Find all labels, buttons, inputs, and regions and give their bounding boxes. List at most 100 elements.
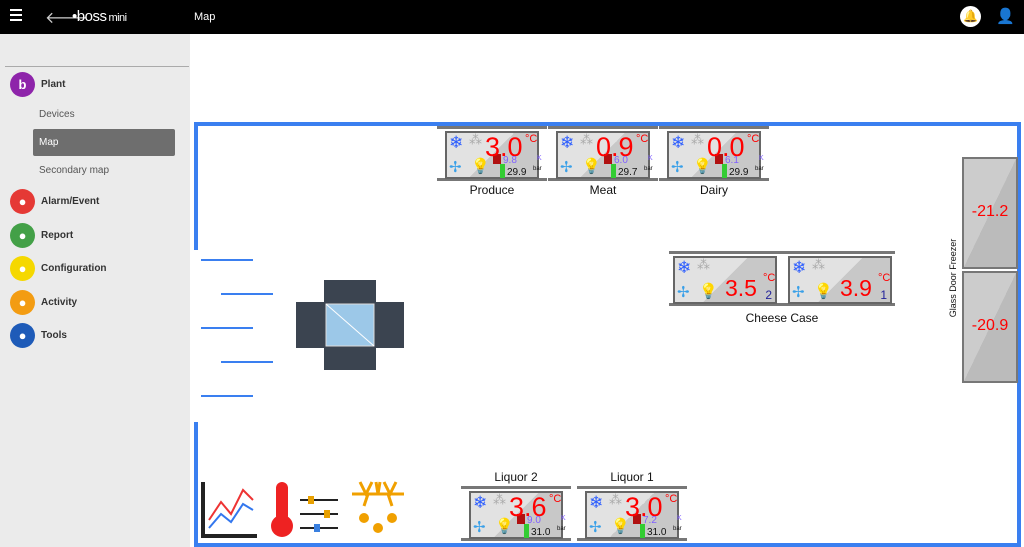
freezer-door[interactable]: -21.2 [962, 157, 1018, 269]
sidebar-item-configuration[interactable]: ●Configuration [10, 256, 107, 281]
report-icon: ● [10, 222, 35, 248]
defrost-status-icon: ⁂ [691, 132, 704, 147]
cooling-icon: ❄ [473, 493, 488, 512]
temperature-unit: °C [747, 133, 760, 145]
valve-icon [715, 154, 723, 164]
pressure-value: 31.0 [531, 527, 551, 538]
cooling-icon: ❄ [589, 493, 604, 512]
pressure-value: 29.7 [618, 167, 638, 178]
calendar-icon: ● [10, 289, 35, 315]
sidebar-item-secondary-map[interactable]: Secondary map [39, 165, 110, 176]
fan-icon: ✢ [560, 159, 573, 176]
freezer-temp: -20.9 [971, 317, 1009, 334]
case-controller[interactable]: ❄⁂ ✢💡 3.9 °C 1 [788, 256, 892, 304]
entrance-line [221, 361, 273, 363]
light-icon: 💡 [611, 518, 630, 535]
superheat-value: 6.1 [725, 155, 739, 166]
pressure-unit: bar [533, 166, 542, 172]
valve-icon [517, 514, 525, 524]
case-label: Produce [469, 183, 515, 197]
case-label: Cheese Case [745, 311, 819, 325]
pressure-unit: bar [644, 166, 653, 172]
superheat-value: 7.2 [643, 515, 657, 526]
superheat-value: 6.0 [614, 155, 628, 166]
light-icon: 💡 [471, 158, 490, 175]
pressure-unit: bar [673, 526, 682, 532]
sidebar-item-label: Report [41, 229, 74, 241]
case-label: Liquor 2 [494, 470, 538, 484]
case-controller[interactable]: ❄⁂ ✢💡 3.5 °C 2 [673, 256, 777, 304]
wrench-icon: ● [10, 323, 35, 348]
entrance-line [201, 395, 253, 397]
sidebar-item-tools[interactable]: ● Tools [10, 323, 67, 348]
freezer-door[interactable]: -20.9 [962, 271, 1018, 383]
temperature-unit: °C [636, 133, 649, 145]
case-temperature: 3.6 [509, 492, 547, 522]
superheat-unit: K [648, 155, 653, 162]
valve-level-indicator [640, 524, 645, 538]
divider [5, 66, 189, 67]
light-icon: 💡 [699, 283, 718, 300]
logo-text: boss [76, 8, 107, 25]
case-temperature: 3.9 [840, 275, 872, 301]
panel-number: 1 [880, 288, 887, 302]
page-title: Map [194, 11, 216, 23]
cooling-icon: ❄ [671, 133, 686, 152]
bell-icon[interactable]: 🔔 [960, 6, 981, 27]
cheese-case[interactable]: ❄⁂ ✢💡 3.5 °C 2 ❄⁂ ✢💡 3.9 °C 1 [669, 251, 895, 306]
panel-number: 2 [765, 288, 772, 302]
thermometer-settings-icon[interactable] [270, 480, 340, 542]
compressor-rack-icon[interactable] [296, 280, 404, 370]
valve-level-indicator [722, 164, 727, 178]
defrost-status-icon: ⁂ [697, 257, 710, 272]
store-floor-plan [195, 122, 1021, 547]
case-temperature: 3.0 [625, 492, 663, 522]
fan-icon: ✢ [473, 519, 486, 536]
sidebar-item-plant[interactable]: b Plant [10, 72, 65, 97]
superheat-unit: K [561, 515, 566, 522]
wall [194, 122, 198, 250]
sidebar-item-activity[interactable]: ● Activity [10, 289, 78, 315]
fan-icon: ✢ [671, 159, 684, 176]
sidebar-item-map[interactable]: Map [33, 129, 175, 156]
case-label: Meat [589, 183, 617, 197]
light-icon: 💡 [814, 283, 833, 300]
case-label: Dairy [699, 183, 728, 197]
defrost-icon[interactable] [350, 480, 406, 540]
sidebar-item-report[interactable]: ● Report [10, 222, 74, 248]
sidebar-item-alarm-event[interactable]: ●Alarm/Event [10, 189, 99, 214]
sidebar-item-devices[interactable]: Devices [39, 109, 75, 120]
temperature-unit: °C [549, 493, 562, 505]
temperature-unit: °C [763, 272, 776, 284]
plant-icon: b [10, 72, 35, 97]
cooling-icon: ❄ [792, 258, 807, 277]
sidebar-item-label: Activity [41, 296, 78, 308]
light-icon: 💡 [582, 158, 601, 175]
wall [194, 422, 198, 547]
sidebar-item-label: Tools [41, 330, 67, 341]
user-icon[interactable]: 👤 [996, 8, 1015, 25]
back-arrow-icon[interactable]: 🡐 [45, 10, 88, 27]
valve-icon [493, 154, 501, 164]
defrost-status-icon: ⁂ [812, 257, 825, 272]
sidebar-item-label: Configuration [41, 263, 107, 274]
temperature-unit: °C [665, 493, 678, 505]
menu-icon[interactable] [10, 9, 22, 21]
alarm-list-icon: ● [10, 189, 35, 214]
pressure-value: 31.0 [647, 527, 667, 538]
cooling-icon: ❄ [560, 133, 575, 152]
fan-icon: ✢ [677, 284, 690, 301]
chart-trend-icon[interactable] [199, 480, 259, 540]
case-temperature: 3.5 [725, 275, 757, 301]
superheat-unit: K [537, 155, 542, 162]
